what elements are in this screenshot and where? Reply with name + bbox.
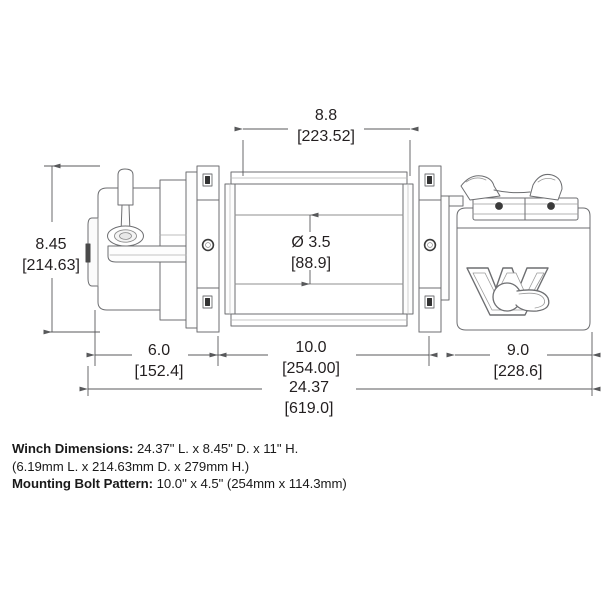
dim-motor-to-bolt-mm: [152.4] [135,363,184,380]
dim-overall-depth-in: 8.45 [35,236,66,253]
dim-overall-depth [43,163,100,335]
spec-label-bolt-pattern: Mounting Bolt Pattern: [12,476,154,491]
dim-bolt-pattern-in: 10.0 [295,339,326,356]
dimension-text-group: 8.8 [223.52] 8.45 [214.63] Ø 3.5 [88.9] … [22,107,542,417]
winch-body-geometry [85,165,591,333]
dim-motor-to-bolt [86,310,227,366]
spec-line-metric-dimensions: (6.19mm L. x 214.63mm D. x 279mm H.) [12,458,592,476]
left-end-plate [196,165,220,333]
dim-gear-end-mm: [228.6] [494,363,543,380]
dim-overall-length [79,366,601,396]
dim-overall-depth-mm: [214.63] [22,257,80,274]
warn-logo [466,267,550,316]
dimension-annotations [43,126,601,396]
spec-value-metric-dimensions: (6.19mm L. x 214.63mm D. x 279mm H.) [12,458,250,474]
spec-value-bolt-pattern: 10.0" x 4.5" (254mm x 114.3mm) [153,476,347,491]
spec-value-winch-dimensions: 24.37" L. x 8.45" D. x 11" H. [133,441,299,456]
spec-label-winch-dimensions: Winch Dimensions: [12,441,134,456]
dim-motor-to-bolt-in: 6.0 [148,342,170,359]
dim-drum-width-mm: [223.52] [297,128,355,145]
dim-drum-diameter-in: Ø 3.5 [291,234,330,251]
dim-drum-diameter-mm: [88.9] [291,255,331,272]
spec-line-winch-dimensions: Winch Dimensions: 24.37" L. x 8.45" D. x… [12,440,592,458]
right-end-plate [418,165,450,333]
dim-overall-length-mm: [619.0] [285,400,334,417]
dim-bolt-pattern-mm: [254.00] [282,360,340,377]
dim-gear-end-in: 9.0 [507,342,529,359]
spec-line-bolt-pattern: Mounting Bolt Pattern: 10.0" x 4.5" (254… [12,475,592,493]
dim-overall-length-in: 24.37 [289,379,329,396]
dim-bolt-pattern-length [209,336,438,366]
clutch-lever [107,168,187,263]
dim-gear-end [446,332,601,366]
specifications-text-block: Winch Dimensions: 24.37" L. x 8.45" D. x… [12,440,592,493]
dim-drum-width [234,126,419,176]
cable-drum-assembly [224,171,414,327]
dim-drum-width-in: 8.8 [315,107,337,124]
